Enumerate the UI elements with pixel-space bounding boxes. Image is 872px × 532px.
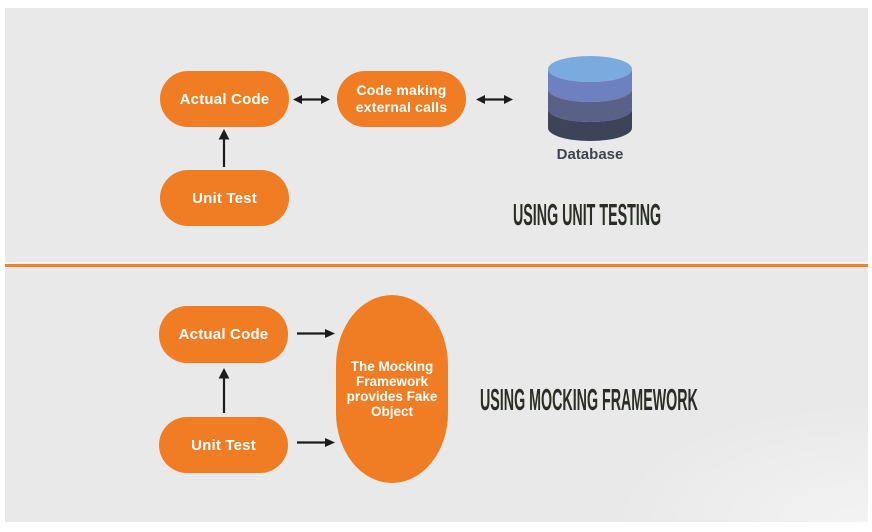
heading-using-unit-testing: USING UNIT TESTING [513, 197, 662, 232]
heading-using-mocking-framework: USING MOCKING FRAMEWORK [480, 382, 698, 417]
node-mocking-framework-line4: Object [370, 404, 413, 419]
arrow-right-icon [297, 328, 335, 339]
node-actual-code-top: Actual Code [160, 71, 289, 127]
node-unit-test-top-label: Unit Test [192, 189, 257, 207]
node-mocking-framework-line1: The Mocking [350, 359, 434, 374]
node-unit-test-bottom: Unit Test [159, 417, 288, 473]
node-actual-code-bottom-label: Actual Code [178, 326, 269, 343]
double-arrow-icon [476, 94, 513, 105]
double-arrow-icon [293, 94, 330, 105]
node-actual-code-top-label: Actual Code [179, 90, 270, 108]
arrow-up-icon [218, 368, 230, 413]
node-mocking-framework-line2: Framework [355, 374, 429, 389]
background-sheen [608, 402, 868, 522]
node-unit-test-bottom-label: Unit Test [191, 436, 256, 454]
node-external-calls: Code making external calls [337, 71, 466, 127]
arrow-right-icon [297, 437, 335, 448]
node-mocking-framework: The Mocking Framework provides Fake Obje… [336, 295, 448, 483]
node-external-calls-line1: Code making [356, 82, 447, 98]
node-mocking-framework-line3: provides Fake [346, 389, 438, 404]
database-label: Database [556, 146, 624, 163]
node-external-calls-line2: external calls [355, 99, 448, 115]
database-icon [548, 56, 632, 141]
node-unit-test-top: Unit Test [160, 170, 289, 226]
node-actual-code-bottom: Actual Code [159, 306, 288, 363]
section-divider [5, 264, 868, 267]
arrow-up-icon [218, 129, 230, 167]
